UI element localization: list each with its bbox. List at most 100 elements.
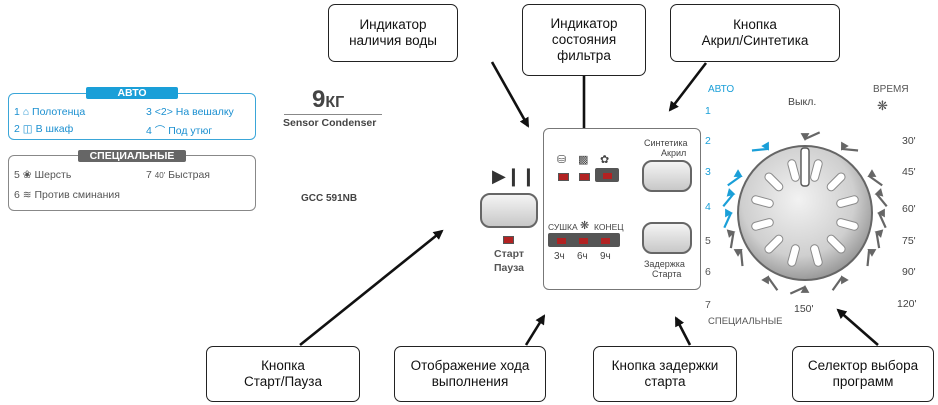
- off-tick: [804, 131, 821, 141]
- knob-grip: [836, 218, 859, 231]
- callout-program-selector: Селектор выбора программ: [792, 346, 934, 402]
- end-label: КОНЕЦ: [594, 222, 624, 232]
- knob-grip: [764, 172, 784, 192]
- arrow-selector: [836, 308, 879, 346]
- time-tick-bottom-marker: [800, 285, 810, 293]
- knob-grip: [751, 195, 774, 208]
- pause-label: Пауза: [494, 262, 525, 274]
- time-tick: [831, 276, 843, 291]
- delay-hours-9: 9ч: [600, 251, 611, 262]
- time-tick: [841, 147, 859, 152]
- time-tick: [866, 249, 871, 267]
- program-number: 5: [705, 235, 711, 247]
- arrow-water: [490, 61, 530, 128]
- start-led: [503, 236, 514, 244]
- program-tick-marker: [761, 275, 769, 285]
- time-label: 150': [794, 303, 814, 315]
- program-tick-marker: [733, 169, 743, 177]
- brand-divider: [284, 114, 382, 115]
- start-pause-button[interactable]: [480, 193, 538, 228]
- filter-led: [579, 173, 590, 181]
- legend-item: 3 <2> На вешалку: [146, 106, 234, 118]
- program-tick: [739, 249, 744, 267]
- program-number: 7: [705, 299, 711, 311]
- play-pause-icon: ▶❙❙: [492, 166, 537, 186]
- delay-label-2: Старта: [652, 269, 682, 279]
- delay-button[interactable]: [642, 222, 692, 254]
- water-tank-icon: ⛁: [557, 154, 567, 166]
- wool-icon: ❀: [22, 169, 32, 181]
- anti-crease-icon: ≋: [22, 189, 32, 201]
- time-tick-marker: [877, 208, 885, 218]
- callout-progress: Отображение хода выполнения: [394, 346, 546, 402]
- time-tick: [868, 175, 883, 187]
- delay-label-1: Задержка: [644, 259, 685, 269]
- towel-icon: ⌂: [22, 106, 30, 118]
- time-tick-marker: [841, 141, 849, 151]
- delay-hours-6: 6ч: [577, 251, 588, 262]
- program-tick-marker: [733, 249, 743, 257]
- legend-item: 7 40' Быстрая: [146, 169, 210, 181]
- control-panel: [543, 128, 701, 290]
- legend-auto-header: АВТО: [86, 87, 178, 99]
- time-fan-icon: ❋: [877, 98, 888, 113]
- acryl-button[interactable]: [642, 160, 692, 192]
- time-label: 60': [902, 203, 916, 215]
- callout-start-pause: Кнопка Старт/Пауза: [206, 346, 360, 402]
- iron-icon: ⌒: [154, 125, 166, 137]
- knob-grip: [810, 244, 823, 267]
- acryl-label-2: Акрил: [661, 148, 687, 158]
- time-tick: [877, 212, 887, 229]
- knob-grip: [751, 218, 774, 231]
- acryl-label-1: Синтетика: [644, 138, 688, 148]
- capacity-label: 9КГ: [312, 86, 345, 113]
- acryl-led: [602, 172, 613, 180]
- knob-grip: [787, 159, 800, 182]
- program-tick-marker: [725, 208, 733, 218]
- program-number: 4: [705, 201, 711, 213]
- progress-led-1: [556, 237, 567, 245]
- time-tick-marker: [874, 188, 884, 197]
- time-label: 30': [902, 135, 916, 147]
- tagline: Sensor Condenser: [283, 117, 377, 129]
- pointer-arrows: [299, 61, 879, 347]
- time-label: 120': [897, 298, 917, 310]
- legend-item: 2 ◫ В шкаф: [14, 123, 74, 135]
- fan-icon: ❋: [580, 220, 590, 232]
- legend-item: 5 ❀ Шерсть: [14, 169, 72, 181]
- legend-item: 1 ⌂ Полотенца: [14, 106, 86, 118]
- program-number: 1: [705, 105, 711, 117]
- program-tick-marker: [726, 229, 736, 238]
- time-tick-marker: [867, 249, 877, 257]
- program-number: 6: [705, 266, 711, 278]
- program-number: 3: [705, 166, 711, 178]
- wardrobe-icon: ◫: [22, 123, 33, 135]
- dial-auto-label: АВТО: [708, 84, 735, 95]
- program-tick: [729, 231, 735, 249]
- fast-icon: 40': [154, 171, 166, 180]
- legend-special-box: [8, 155, 256, 211]
- time-tick: [875, 193, 888, 207]
- legend-item: 4 ⌒ Под утюг: [146, 125, 213, 137]
- start-label: Старт: [494, 248, 524, 260]
- arrow-startpause: [299, 229, 444, 347]
- program-selector-knob[interactable]: [737, 145, 873, 281]
- water-led: [558, 173, 569, 181]
- time-tick: [875, 231, 881, 249]
- dial-off-label: Выкл.: [788, 96, 817, 108]
- callout-acryl-button: Кнопка Акрил/Синтетика: [670, 4, 840, 62]
- legend-item: 6 ≋ Против сминания: [14, 189, 120, 201]
- program-number: 2: [705, 135, 711, 147]
- knob-grip: [810, 159, 823, 182]
- program-tick: [722, 193, 735, 207]
- time-label: 45': [902, 166, 916, 178]
- legend-special-header: СПЕЦИАЛЬНЫЕ: [78, 150, 186, 162]
- arrow-acryl: [668, 62, 708, 112]
- program-tick-marker: [726, 188, 736, 197]
- program-tick: [723, 212, 733, 229]
- delay-hours-3: 3ч: [554, 251, 565, 262]
- knob-grip: [826, 172, 846, 192]
- knob-pointer: [800, 147, 810, 187]
- progress-led-2: [578, 237, 589, 245]
